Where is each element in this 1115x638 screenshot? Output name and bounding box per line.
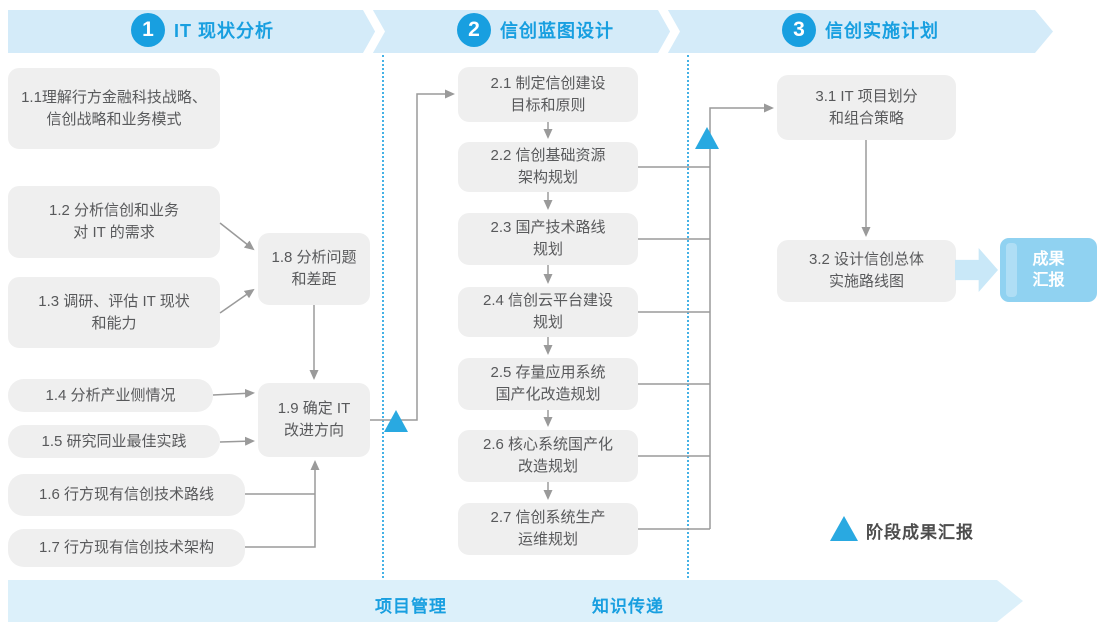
phase-1-header: 1 IT 现状分析	[131, 13, 274, 47]
step-text: 和能力	[91, 314, 137, 332]
step-text: 运维规划	[517, 531, 578, 548]
step-text: 1.2 分析信创和业务	[48, 202, 180, 219]
phase-3-header: 3 信创实施计划	[782, 13, 939, 47]
step-text: 2.1 制定信创建设	[490, 74, 606, 92]
step-text: 1.8 分析问题	[271, 249, 357, 266]
step-1-5-box: 1.5 研究同业最佳实践	[8, 425, 220, 458]
step-2-1-box: 2.1 制定信创建设 目标和原则	[458, 67, 638, 122]
step-text: 3.2 设计信创总体	[808, 251, 925, 268]
step-text: 改进方向	[283, 422, 344, 439]
phase-separator-line	[687, 55, 689, 578]
legend-triangle-icon	[830, 516, 858, 541]
step-2-6-box: 2.6 核心系统国产化 改造规划	[458, 430, 638, 482]
result-report-box: 成果 汇报	[1000, 238, 1097, 302]
step-text: 2.6 核心系统国产化	[482, 436, 614, 453]
project-management-label: 项目管理	[375, 597, 447, 616]
step-text: 2.2 信创基础资源	[490, 147, 606, 164]
step-2-2-box: 2.2 信创基础资源 架构规划	[458, 142, 638, 192]
phase-separator-line	[382, 55, 384, 578]
step-1-8-box: 1.8 分析问题 和差距	[258, 233, 370, 305]
step-2-5-box: 2.5 存量应用系统 国产化改造规划	[458, 358, 638, 410]
step-text: 国产化改造规划	[495, 386, 601, 403]
result-arrow-icon	[955, 248, 998, 292]
step-text: 规划	[532, 314, 563, 331]
result-text: 成果	[1032, 251, 1065, 268]
step-text: 实施路线图	[828, 273, 904, 290]
step-text: 3.1 IT 项目划分	[815, 87, 918, 105]
phase-2-number-badge: 2	[457, 13, 491, 47]
step-text: 1.5 研究同业最佳实践	[41, 432, 187, 450]
step-1-9-box: 1.9 确定 IT 改进方向	[258, 383, 370, 457]
step-text: 2.3 国产技术路线	[490, 219, 606, 236]
step-text: 1.3 调研、评估 IT 现状	[38, 292, 190, 310]
phase-band	[8, 10, 1053, 53]
result-text: 汇报	[1032, 272, 1065, 289]
step-text: 2.5 存量应用系统	[490, 364, 606, 381]
step-text: 2.7 信创系统生产	[490, 509, 606, 526]
step-text: 和组合策略	[828, 109, 904, 127]
milestone-triangle-icon	[384, 410, 408, 432]
milestone-triangle-icon	[695, 127, 719, 149]
step-1-7-box: 1.7 行方现有信创技术架构	[8, 529, 245, 567]
step-2-4-box: 2.4 信创云平台建设 规划	[458, 287, 638, 337]
result-box-highlight	[1006, 243, 1017, 297]
step-text: 架构规划	[517, 169, 578, 186]
step-1-2-box: 1.2 分析信创和业务 对 IT 的需求	[8, 186, 220, 258]
phase-1-title: IT 现状分析	[174, 21, 274, 41]
knowledge-transfer-label: 知识传递	[592, 597, 664, 616]
step-1-4-box: 1.4 分析产业侧情况	[8, 379, 213, 412]
step-text: 改造规划	[517, 458, 578, 475]
step-text: 1.4 分析产业侧情况	[45, 386, 176, 404]
phase-2-title: 信创蓝图设计	[500, 21, 614, 41]
step-text: 2.4 信创云平台建设	[482, 292, 614, 309]
phase-1-number-badge: 1	[131, 13, 165, 47]
bottom-band	[8, 580, 1023, 622]
step-2-7-box: 2.7 信创系统生产 运维规划	[458, 503, 638, 555]
step-3-1-box: 3.1 IT 项目划分 和组合策略	[777, 75, 956, 140]
step-text: 对 IT 的需求	[73, 224, 155, 241]
step-text: 目标和原则	[510, 96, 586, 114]
step-2-3-box: 2.3 国产技术路线 规划	[458, 213, 638, 265]
step-1-1-box: 1.1理解行方金融科技战略、 信创战略和业务模式	[8, 68, 220, 149]
step-text: 规划	[532, 241, 563, 258]
step-text: 信创战略和业务模式	[46, 110, 182, 128]
step-1-6-box: 1.6 行方现有信创技术路线	[8, 474, 245, 516]
step-text: 1.9 确定 IT	[277, 400, 351, 417]
step-1-3-box: 1.3 调研、评估 IT 现状 和能力	[8, 277, 220, 348]
step-3-2-box: 3.2 设计信创总体 实施路线图	[777, 240, 956, 302]
step-text: 和差距	[291, 271, 337, 288]
legend-label: 阶段成果汇报	[866, 523, 974, 542]
phase-2-header: 2 信创蓝图设计	[457, 13, 614, 47]
phase-3-title: 信创实施计划	[825, 21, 939, 41]
phase-3-number-badge: 3	[782, 13, 816, 47]
step-text: 1.7 行方现有信创技术架构	[38, 539, 215, 556]
step-text: 1.1理解行方金融科技战略、	[21, 88, 207, 106]
step-text: 1.6 行方现有信创技术路线	[38, 486, 215, 503]
